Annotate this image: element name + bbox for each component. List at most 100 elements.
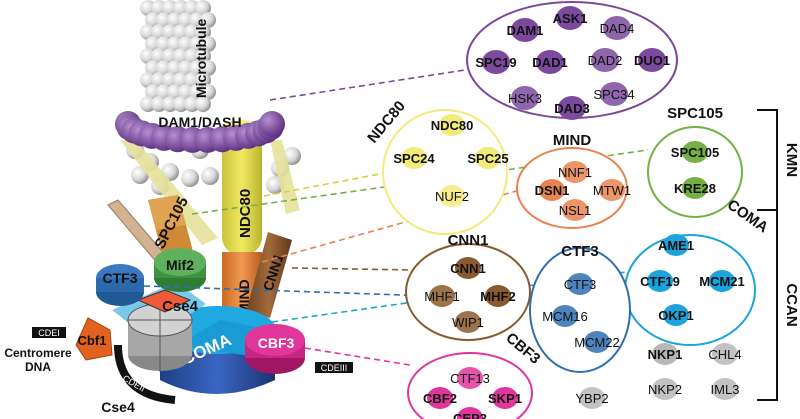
tubulin-subunit <box>151 96 167 112</box>
protein-dad1: DAD1 <box>532 50 568 74</box>
protein-dsn1: DSN1 <box>535 179 569 201</box>
protein-label: DAD3 <box>554 101 589 116</box>
protein-spc25: SPC25 <box>467 147 509 169</box>
cnn1-complex-outline <box>405 243 531 341</box>
protein-ndc80: NDC80 <box>431 114 473 136</box>
protein-label: KRE28 <box>674 181 716 196</box>
tubulin-subunit <box>145 60 161 76</box>
cdeiii-box <box>315 362 353 373</box>
ctf3-complex-title: CTF3 <box>561 243 599 260</box>
protein-cnn1: CNN1 <box>450 257 486 279</box>
protein-label: MHF1 <box>424 289 459 304</box>
tubulin-subunit <box>184 72 200 88</box>
tubulin-subunit <box>173 72 189 88</box>
mind-complex-title: MIND <box>553 132 591 149</box>
protein-dam1: DAM1 <box>507 18 544 42</box>
protein-label: DAD4 <box>600 21 635 36</box>
protein-mhf2: MHF2 <box>480 285 516 307</box>
tubulin-subunit <box>195 96 211 112</box>
cdei-box <box>32 327 66 338</box>
protein-label: SPC105 <box>671 145 719 160</box>
tubulin-subunit <box>178 60 194 76</box>
tubulin-subunit <box>162 0 178 16</box>
protein-iml3: IML3 <box>711 378 739 400</box>
connector-dam1 <box>269 69 466 101</box>
cse4-inner-label: Cse4 <box>162 298 199 315</box>
protein-mcm16: MCM16 <box>542 305 588 327</box>
protein-label: DAM1 <box>507 23 544 38</box>
protein-hsk3: HSK3 <box>508 86 542 110</box>
ndc80-arm-label: NDC80 <box>237 189 254 238</box>
ccan-label: CCAN <box>783 283 800 326</box>
tubulin-subunit <box>140 24 156 40</box>
protein-cep3: CEP3 <box>453 407 487 419</box>
mind-complex-outline <box>516 147 628 229</box>
protein-nsl1: NSL1 <box>559 199 592 221</box>
tubulin-subunit <box>184 48 200 64</box>
protein-label: SPC19 <box>475 55 516 70</box>
protein-label: DUO1 <box>634 53 670 68</box>
protein-label: MHF2 <box>480 289 515 304</box>
tubulin-subunit <box>178 12 194 28</box>
protein-label: CTF3 <box>564 277 597 292</box>
tubulin-subunit <box>189 84 205 100</box>
spc105-complex-outline <box>647 126 743 218</box>
tubulin-subunit <box>173 0 189 16</box>
tubulin-subunit <box>151 0 167 16</box>
mif2-blob: Mif2 <box>154 248 206 292</box>
tubulin-subunit <box>162 24 178 40</box>
tubulin-subunit <box>283 147 301 165</box>
tubulin-subunit <box>167 84 183 100</box>
protein-nuf2: NUF2 <box>435 185 469 207</box>
protein-label: NSL1 <box>559 203 592 218</box>
protein-label: MCM22 <box>574 335 620 350</box>
spc105-complex-title: SPC105 <box>667 105 723 122</box>
tubulin-subunit <box>200 84 216 100</box>
protein-ctf19: CTF19 <box>640 270 680 292</box>
tubulin-subunit <box>156 36 172 52</box>
cdeii-label: CDEII <box>121 373 147 394</box>
protein-label: OKP1 <box>658 308 693 323</box>
protein-nnf1: NNF1 <box>558 161 592 183</box>
protein-label: YBP2 <box>575 391 608 406</box>
tubulin-subunit <box>195 72 211 88</box>
cbf3-blob: CBF3 <box>245 324 305 374</box>
dam1-subunit <box>259 111 285 137</box>
protein-label: WIP1 <box>452 315 484 330</box>
ndc80-complex-outline <box>382 109 508 235</box>
protein-spc19: SPC19 <box>475 50 517 74</box>
protein-label: CHL4 <box>708 347 741 362</box>
protein-dad2: DAD2 <box>588 48 622 72</box>
protein-wip1: WIP1 <box>452 311 484 333</box>
cbf1: Cbf1 <box>75 317 113 361</box>
tubulin-subunit <box>173 96 189 112</box>
protein-label: CTF13 <box>450 371 490 386</box>
tubulin-subunit <box>140 96 156 112</box>
protein-nkp1: NKP1 <box>648 343 682 365</box>
protein-nkp2: NKP2 <box>648 378 682 400</box>
protein-label: HSK3 <box>508 91 542 106</box>
tubulin-subunit <box>200 36 216 52</box>
tubulin-subunit <box>167 12 183 28</box>
protein-spc105: SPC105 <box>671 141 719 163</box>
tubulin-subunit <box>156 60 172 76</box>
cnn1-complex-title: CNN1 <box>448 232 489 249</box>
cbf3-base-label: CBF3 <box>258 335 295 351</box>
tubulin-subunit <box>140 72 156 88</box>
dam1-dash-label: DAM1/DASH <box>158 114 241 130</box>
tubulin-subunit <box>189 36 205 52</box>
connector-cbf3 <box>304 347 411 366</box>
tubulin-subunit <box>201 167 219 185</box>
tubulin-subunit <box>184 0 200 16</box>
protein-label: MTW1 <box>593 183 631 198</box>
tubulin-subunit <box>184 24 200 40</box>
protein-label: DAD1 <box>532 55 567 70</box>
tubulin-subunit <box>173 48 189 64</box>
tubulin-subunit <box>140 0 156 16</box>
tubulin-subunit <box>145 84 161 100</box>
dam1-dash-ring <box>115 111 285 153</box>
tubulin-subunit <box>200 12 216 28</box>
protein-mtw1: MTW1 <box>593 179 631 201</box>
